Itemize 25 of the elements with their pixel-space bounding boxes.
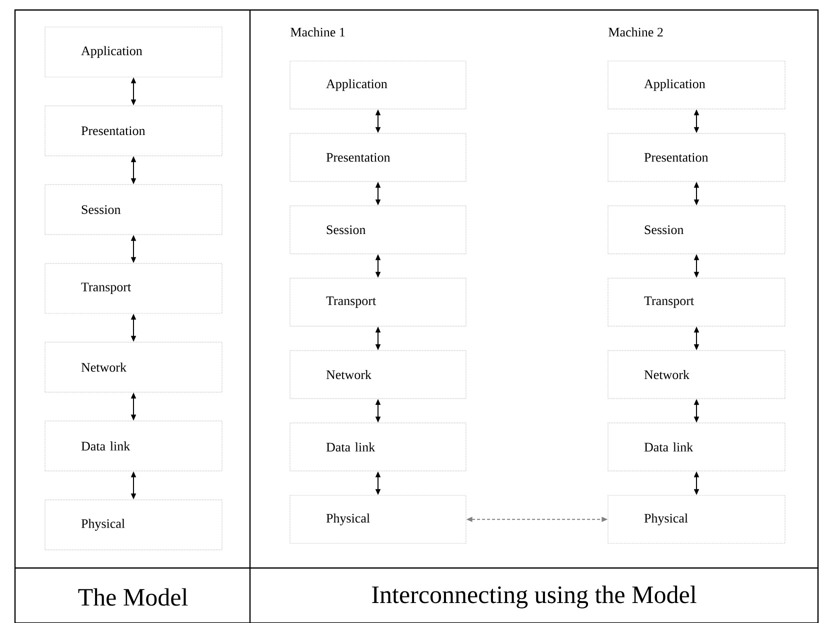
layer-box: Session xyxy=(608,205,786,254)
layer-box: Presentation xyxy=(608,133,786,182)
layer-box: Transport xyxy=(44,263,222,314)
cell-text: Interconnecting using the Model xyxy=(372,586,696,608)
layer-box: Network xyxy=(608,350,786,399)
layer-box: Session xyxy=(44,184,222,235)
layer-box: Data link xyxy=(608,422,786,472)
layer-box: Physical xyxy=(608,495,786,544)
cell-text: The Model xyxy=(78,588,188,606)
layer-box: Transport xyxy=(608,278,786,326)
layer-box: Physical xyxy=(44,499,222,550)
layer-box: Network xyxy=(44,342,222,392)
machine-heading: Machine 2 xyxy=(608,27,663,37)
layer-box: Network xyxy=(290,350,466,399)
layer-box: Presentation xyxy=(290,133,466,182)
layer-box: Application xyxy=(608,60,786,110)
layer-box: Transport xyxy=(290,278,466,326)
layer-box: Application xyxy=(44,26,222,78)
machine-heading: Machine 1 xyxy=(290,27,345,37)
layer-box: Data link xyxy=(290,422,466,472)
layer-box: Application xyxy=(290,60,466,110)
layer-box: Physical xyxy=(290,495,466,544)
layer-box: Session xyxy=(290,205,466,254)
layer-box: Data link xyxy=(44,420,222,472)
layer-box: Presentation xyxy=(44,106,222,156)
